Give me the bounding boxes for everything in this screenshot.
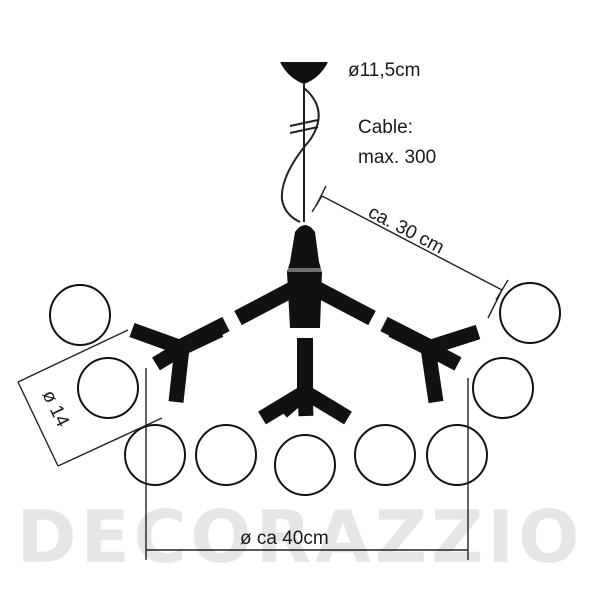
globe-circle <box>195 424 257 486</box>
arm-length-label: ca. 30 cm <box>365 202 448 259</box>
globe-circle <box>274 434 336 496</box>
watermark-text: DECORAZZIO <box>17 495 584 579</box>
globe-circle <box>49 284 111 346</box>
left-arm-inner <box>234 280 299 326</box>
central-hub <box>287 225 322 328</box>
globe-diameter-dimension <box>17 329 163 467</box>
globe-circle <box>426 424 488 486</box>
globe-circle <box>499 282 561 344</box>
cable-length-label-line1: Cable: <box>358 117 413 138</box>
cable-length-label-line2: max. 300 <box>358 147 436 168</box>
overall-diameter-dimension <box>145 368 469 560</box>
globe-circle <box>77 357 139 419</box>
overall-diameter-label: ø ca 40cm <box>240 528 329 549</box>
canopy-diameter-label: ø11,5cm <box>348 60 421 81</box>
cable-break-mark <box>289 119 319 127</box>
ceiling-canopy <box>280 62 328 84</box>
globe-circle <box>354 424 416 486</box>
cable-break-mark <box>289 126 319 134</box>
power-cable <box>280 87 320 223</box>
arm-length-dimension <box>311 185 509 319</box>
left-fork <box>129 322 224 403</box>
right-fork <box>388 323 481 404</box>
hub-band <box>288 268 322 272</box>
globe-circle <box>124 424 186 486</box>
center-fork <box>258 385 352 425</box>
globes <box>49 282 561 496</box>
globe-diameter-label: ø 14 <box>38 387 74 431</box>
globe-circle <box>472 357 534 419</box>
right-arm-inner <box>311 280 376 326</box>
